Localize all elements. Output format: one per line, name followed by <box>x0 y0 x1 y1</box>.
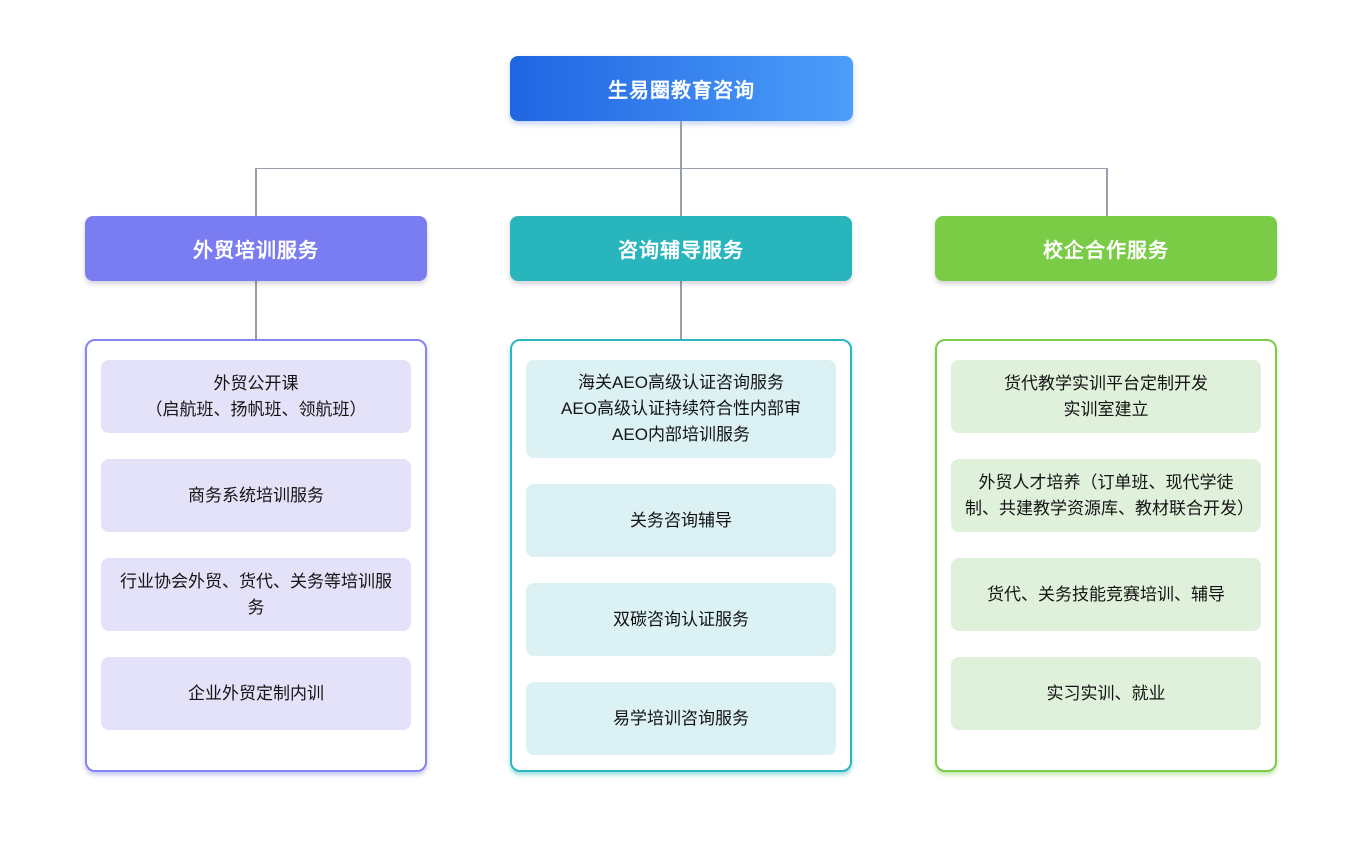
service-item: 货代、关务技能竞赛培训、辅导 <box>951 558 1261 631</box>
service-item: 实习实训、就业 <box>951 657 1261 730</box>
service-item: 商务系统培训服务 <box>101 459 411 532</box>
service-item-label: 双碳咨询认证服务 <box>613 609 749 629</box>
branch-foreign-trade-training: 外贸培训服务 外贸公开课 （启航班、扬帆班、领航班） 商务系统培训服务 行业协会… <box>85 216 427 772</box>
connector-root-down <box>680 121 682 168</box>
service-item-label: 货代、关务技能竞赛培训、辅导 <box>987 584 1225 604</box>
branch-header-label: 咨询辅导服务 <box>618 240 744 262</box>
branch-header: 校企合作服务 <box>935 216 1277 281</box>
branch-header-label: 校企合作服务 <box>1043 240 1169 262</box>
service-item: 外贸公开课 （启航班、扬帆班、领航班） <box>101 360 411 433</box>
service-item: 行业协会外贸、货代、关务等培训服务 <box>101 558 411 631</box>
connector-branch1-to-panel <box>255 281 257 339</box>
service-item-label: 外贸公开课 （启航班、扬帆班、领航班） <box>145 373 367 419</box>
service-item-label: 易学培训咨询服务 <box>613 708 749 728</box>
root-node-label: 生易圈教育咨询 <box>608 80 755 102</box>
service-item: 易学培训咨询服务 <box>526 682 836 755</box>
branch-header-label: 外贸培训服务 <box>193 240 319 262</box>
branch-items-panel: 货代教学实训平台定制开发 实训室建立 外贸人才培养（订单班、现代学徒制、共建教学… <box>935 339 1277 772</box>
service-item-label: 行业协会外贸、货代、关务等培训服务 <box>120 571 392 617</box>
branch-consulting-coaching: 咨询辅导服务 海关AEO高级认证咨询服务 AEO高级认证持续符合性内部审 AEO… <box>510 216 852 772</box>
service-item: 外贸人才培养（订单班、现代学徒制、共建教学资源库、教材联合开发） <box>951 459 1261 532</box>
service-item: 双碳咨询认证服务 <box>526 583 836 656</box>
branch-header: 外贸培训服务 <box>85 216 427 281</box>
service-item-label: 货代教学实训平台定制开发 实训室建立 <box>1004 373 1208 419</box>
branch-items-panel: 外贸公开课 （启航班、扬帆班、领航班） 商务系统培训服务 行业协会外贸、货代、关… <box>85 339 427 772</box>
root-node: 生易圈教育咨询 <box>510 56 853 121</box>
service-item-label: 实习实训、就业 <box>1046 683 1166 703</box>
connector-branch1-down <box>255 168 257 216</box>
connector-branch2-to-panel <box>680 281 682 339</box>
service-item-label: 海关AEO高级认证咨询服务 AEO高级认证持续符合性内部审 AEO内部培训服务 <box>561 373 801 444</box>
branch-header: 咨询辅导服务 <box>510 216 852 281</box>
service-item: 海关AEO高级认证咨询服务 AEO高级认证持续符合性内部审 AEO内部培训服务 <box>526 360 836 458</box>
service-item-label: 企业外贸定制内训 <box>188 683 324 703</box>
service-item: 企业外贸定制内训 <box>101 657 411 730</box>
service-item: 关务咨询辅导 <box>526 484 836 557</box>
service-item-label: 外贸人才培养（订单班、现代学徒制、共建教学资源库、教材联合开发） <box>965 472 1254 518</box>
branch-items-panel: 海关AEO高级认证咨询服务 AEO高级认证持续符合性内部审 AEO内部培训服务 … <box>510 339 852 772</box>
connector-branch2-down <box>680 168 682 216</box>
service-item-label: 商务系统培训服务 <box>188 485 324 505</box>
connector-branch3-down <box>1106 168 1108 216</box>
service-item: 货代教学实训平台定制开发 实训室建立 <box>951 360 1261 433</box>
branch-school-enterprise-cooperation: 校企合作服务 货代教学实训平台定制开发 实训室建立 外贸人才培养（订单班、现代学… <box>935 216 1277 772</box>
service-item-label: 关务咨询辅导 <box>630 510 732 530</box>
